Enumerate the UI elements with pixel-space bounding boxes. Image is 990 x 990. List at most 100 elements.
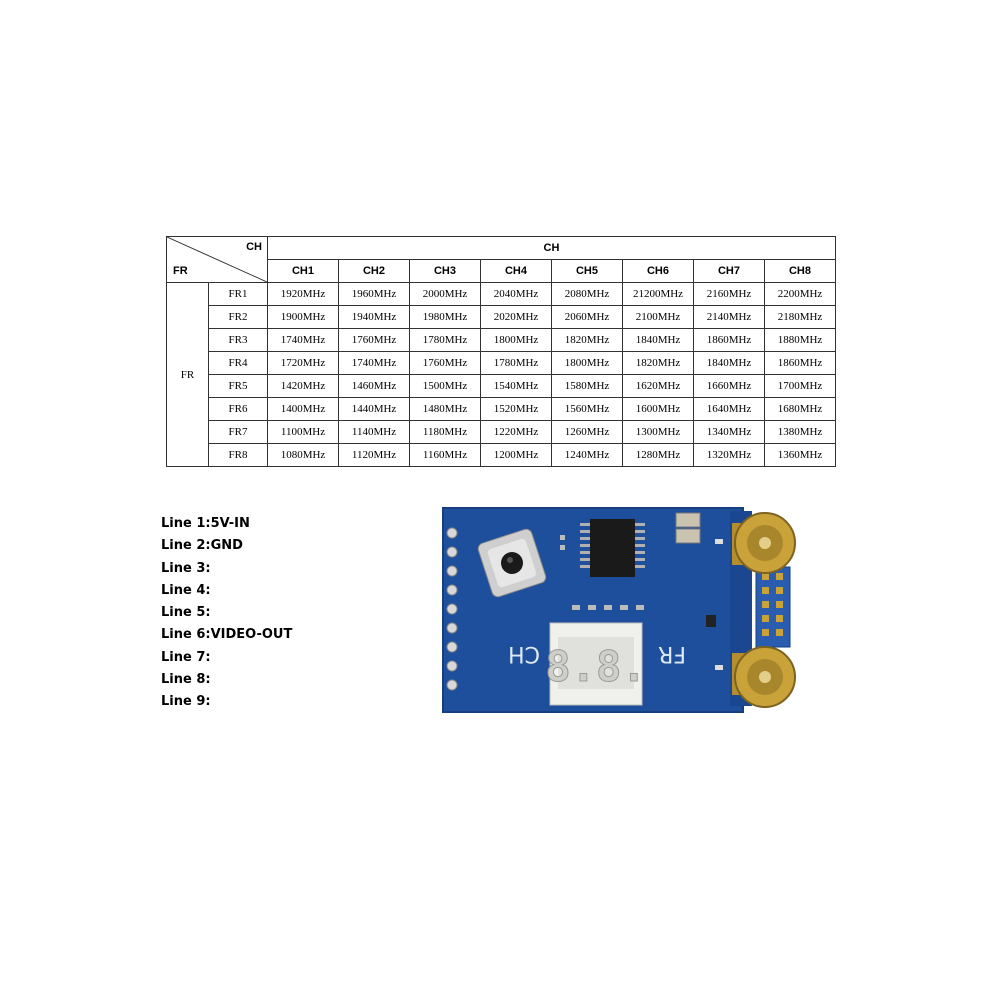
frequency-cell: 1820MHz — [622, 351, 694, 375]
frequency-cell: 2200MHz — [764, 282, 836, 306]
pin-line-1: Line 1:5V-IN — [161, 516, 250, 531]
row-label: FR5 — [208, 374, 268, 398]
frequency-cell: 1360MHz — [764, 443, 836, 467]
frequency-cell: 1960MHz — [338, 282, 410, 306]
display-digits: 8.8. — [545, 642, 646, 691]
frequency-cell: 2160MHz — [693, 282, 765, 306]
pin-line-3: Line 3: — [161, 560, 211, 576]
silkscreen-fr-label: FR — [658, 641, 686, 666]
channel-header-5: CH5 — [551, 259, 623, 283]
frequency-cell: 1780MHz — [480, 351, 552, 375]
frequency-cell: 1280MHz — [622, 443, 694, 467]
frequency-cell: 1440MHz — [338, 397, 410, 421]
row-label: FR4 — [208, 351, 268, 375]
frequency-cell: 1120MHz — [338, 443, 410, 467]
channel-header-2: CH2 — [338, 259, 410, 283]
frequency-cell: 1760MHz — [409, 351, 481, 375]
frequency-cell: 1220MHz — [480, 420, 552, 444]
row-label: FR1 — [208, 282, 268, 306]
sma-connector-top[interactable] — [732, 512, 796, 574]
frequency-cell: 1780MHz — [409, 328, 481, 352]
frequency-cell: 1760MHz — [338, 328, 410, 352]
corner-fr-label: FR — [173, 265, 188, 277]
channel-header-3: CH3 — [409, 259, 481, 283]
frequency-cell: 1660MHz — [693, 374, 765, 398]
frequency-cell: 2040MHz — [480, 282, 552, 306]
frequency-cell: 1560MHz — [551, 397, 623, 421]
vtx-board-illustration: 8.8. CH FR — [442, 507, 796, 713]
frequency-cell: 1860MHz — [693, 328, 765, 352]
frequency-cell: 1880MHz — [764, 328, 836, 352]
frequency-cell: 1820MHz — [551, 328, 623, 352]
frequency-cell: 1900MHz — [267, 305, 339, 329]
frequency-cell: 2060MHz — [551, 305, 623, 329]
channel-header-6: CH6 — [622, 259, 694, 283]
frequency-cell: 1180MHz — [409, 420, 481, 444]
frequency-cell: 1740MHz — [267, 328, 339, 352]
ic-chip — [580, 519, 645, 577]
frequency-cell: 1420MHz — [267, 374, 339, 398]
joystick-switch — [477, 528, 547, 598]
row-label: FR3 — [208, 328, 268, 352]
frequency-cell: 1520MHz — [480, 397, 552, 421]
frequency-cell: 21200MHz — [622, 282, 694, 306]
frequency-cell: 1300MHz — [622, 420, 694, 444]
corner-header-cell: CH FR — [166, 236, 268, 283]
channel-header-8: CH8 — [764, 259, 836, 283]
fr-group-label: FR — [166, 282, 209, 467]
frequency-cell: 1400MHz — [267, 397, 339, 421]
frequency-cell: 1840MHz — [693, 351, 765, 375]
channel-header-1: CH1 — [267, 259, 339, 283]
frequency-cell: 2100MHz — [622, 305, 694, 329]
pin-line-5: Line 5: — [161, 605, 211, 621]
frequency-cell: 1940MHz — [338, 305, 410, 329]
frequency-cell: 1800MHz — [551, 351, 623, 375]
corner-ch-label: CH — [246, 241, 262, 253]
frequency-cell: 2000MHz — [409, 282, 481, 306]
pin-line-8: Line 8: — [161, 672, 211, 688]
frequency-cell: 1200MHz — [480, 443, 552, 467]
pin-line-6: Line 6:VIDEO-OUT — [161, 627, 293, 643]
frequency-cell: 1700MHz — [764, 374, 836, 398]
frequency-cell: 1580MHz — [551, 374, 623, 398]
pin-line-9: Line 9: — [161, 694, 211, 710]
pin-line-4: Line 4: — [161, 582, 211, 598]
diagonal-divider — [167, 237, 267, 282]
seven-segment-display[interactable]: 8.8. — [545, 622, 647, 706]
frequency-cell: 1920MHz — [267, 282, 339, 306]
frequency-cell: 1600MHz — [622, 397, 694, 421]
pin-line-7: Line 7: — [161, 649, 211, 665]
row-label: FR2 — [208, 305, 268, 329]
frequency-cell: 1260MHz — [551, 420, 623, 444]
frequency-cell: 1500MHz — [409, 374, 481, 398]
frequency-cell: 1640MHz — [693, 397, 765, 421]
frequency-cell: 1340MHz — [693, 420, 765, 444]
frequency-cell: 1460MHz — [338, 374, 410, 398]
frequency-cell: 1160MHz — [409, 443, 481, 467]
frequency-cell: 1080MHz — [267, 443, 339, 467]
row-label: FR7 — [208, 420, 268, 444]
sma-connector-bottom[interactable] — [732, 646, 796, 708]
frequency-cell: 1860MHz — [764, 351, 836, 375]
frequency-cell: 1680MHz — [764, 397, 836, 421]
smd-components — [560, 512, 723, 670]
ch-group-header: CH — [267, 236, 836, 260]
frequency-cell: 2140MHz — [693, 305, 765, 329]
frequency-cell: 1740MHz — [338, 351, 410, 375]
frequency-cell: 1100MHz — [267, 420, 339, 444]
frequency-cell: 1240MHz — [551, 443, 623, 467]
frequency-cell: 1840MHz — [622, 328, 694, 352]
silkscreen-ch-label: CH — [508, 641, 540, 666]
channel-header-4: CH4 — [480, 259, 552, 283]
frequency-cell: 1380MHz — [764, 420, 836, 444]
